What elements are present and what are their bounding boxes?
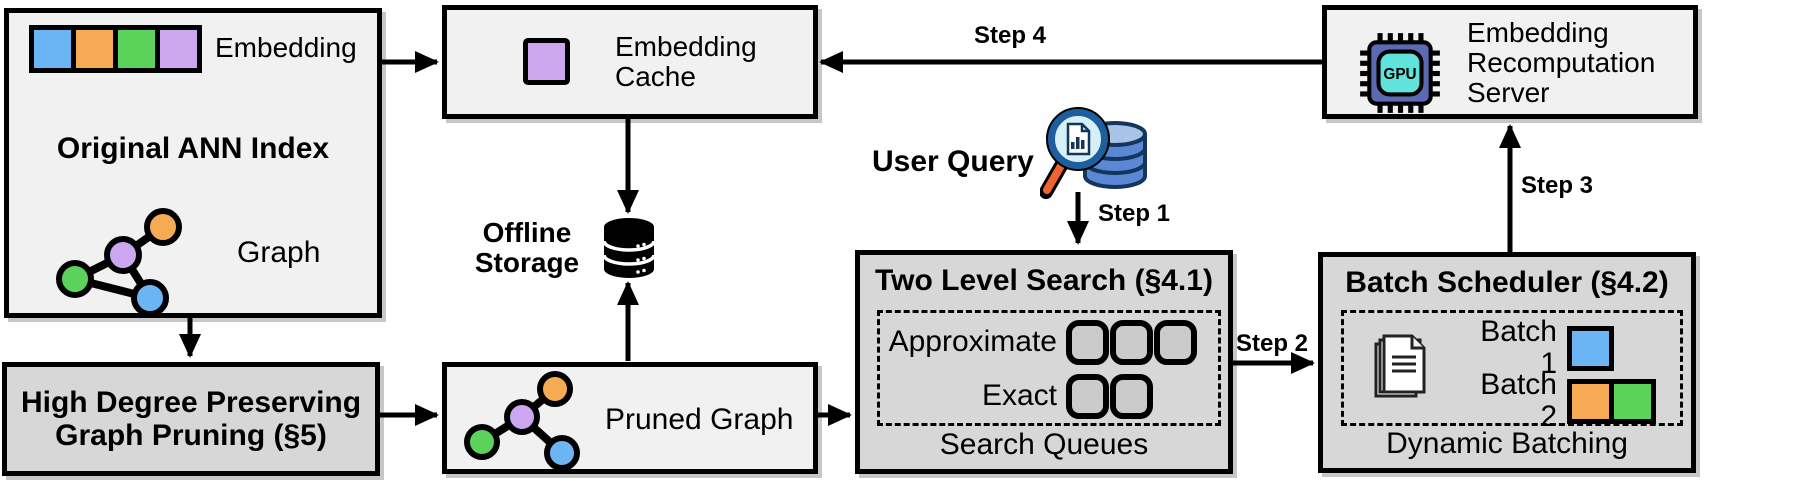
ann-index-title: Original ANN Index — [56, 132, 330, 165]
step4-label: Step 4 — [973, 22, 1047, 49]
embedding-cache-box: Embedding Cache — [442, 5, 818, 119]
pruned-graph-icon — [464, 371, 580, 469]
original-ann-index-box: Embedding Original ANN Index Graph — [4, 8, 382, 318]
batch2-chips — [1567, 378, 1680, 424]
pruned-graph-label: Pruned Graph — [605, 403, 794, 436]
documents-icon — [1374, 334, 1426, 398]
recomputation-server-title: Embedding Recomputation Server — [1467, 17, 1656, 108]
batch2-label: Batch 2 — [1480, 368, 1557, 433]
batch-chip-blue — [1567, 325, 1614, 371]
embedding-cell-green — [113, 30, 155, 68]
batch1-label: Batch 1 — [1480, 315, 1557, 380]
batch-chip-green — [1609, 378, 1656, 424]
exact-label: Exact — [981, 379, 1057, 412]
embedding-label: Embedding — [215, 32, 357, 63]
step1-label: Step 1 — [1098, 200, 1171, 227]
batch-scheduler-title: Batch Scheduler (§4.2) — [1345, 266, 1669, 299]
pruned-graph-box: Pruned Graph — [442, 362, 818, 474]
approximate-label: Approximate — [888, 325, 1057, 358]
graph-label: Graph — [237, 236, 321, 269]
embedding-cell-purple — [155, 30, 197, 68]
approximate-queue-row: Approximate — [880, 315, 1218, 369]
user-query-label: User Query — [872, 145, 1034, 178]
batch2-row: Batch 2 — [1459, 369, 1680, 433]
queue-slot — [1154, 319, 1197, 365]
queue-slot — [1110, 319, 1153, 365]
embedding-vector-icon — [29, 25, 202, 73]
ann-graph-icon — [56, 208, 182, 317]
batch-scheduler-box: Batch Scheduler (§4.2) Batch 1 — [1318, 252, 1696, 473]
step2-label: Step 2 — [1236, 330, 1309, 357]
approximate-queue-slots — [1066, 319, 1218, 365]
offline-storage-database-icon — [602, 218, 656, 278]
batch-chip-orange — [1567, 378, 1614, 424]
two-level-search-box: Two Level Search (§4.1) Approximate Exac… — [855, 250, 1233, 474]
queue-slot — [1066, 373, 1109, 419]
queue-slot — [1066, 319, 1109, 365]
dynamic-batching-footer: Dynamic Batching — [1386, 427, 1628, 460]
search-queues-footer: Search Queues — [939, 428, 1149, 461]
offline-storage-label: Offline Storage — [474, 217, 580, 278]
graph-pruning-title: High Degree Preserving Graph Pruning (§5… — [20, 386, 362, 452]
embedding-cell-blue — [34, 30, 71, 68]
dynamic-batching-panel: Batch 1 Batch 2 — [1341, 310, 1683, 433]
gpu-chip-icon: GPU — [1360, 33, 1440, 113]
user-query-icon — [1040, 107, 1147, 199]
graph-pruning-box: High Degree Preserving Graph Pruning (§5… — [2, 362, 380, 476]
step3-label: Step 3 — [1521, 172, 1594, 199]
batch1-row: Batch 1 — [1459, 316, 1680, 380]
queue-slot — [1110, 373, 1153, 419]
cached-embedding-icon — [523, 38, 570, 85]
gpu-chip-label: GPU — [1383, 66, 1416, 83]
exact-queue-row: Exact — [880, 369, 1218, 423]
search-queues-panel: Approximate Exact — [877, 310, 1221, 426]
embedding-cell-orange — [71, 30, 113, 68]
two-level-search-title: Two Level Search (§4.1) — [875, 264, 1213, 297]
embedding-cache-title: Embedding Cache — [615, 31, 757, 92]
exact-queue-slots — [1066, 373, 1218, 419]
recomputation-server-box: GPU Embedding Recomputation Server — [1322, 5, 1698, 119]
batch1-chips — [1567, 325, 1680, 371]
